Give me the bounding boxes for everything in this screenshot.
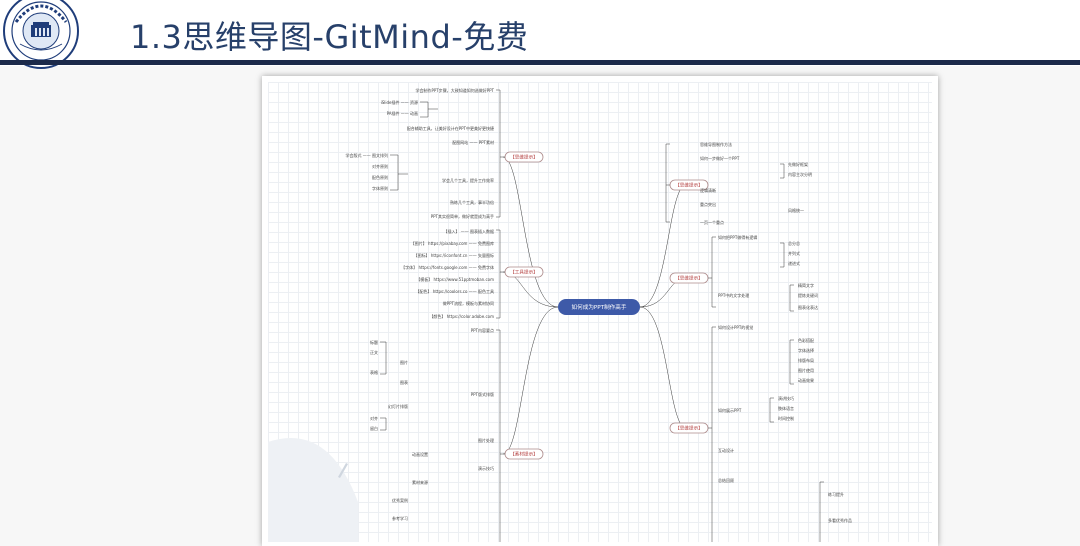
mindmap-leaf: 图片处理 xyxy=(478,437,494,443)
mindmap-leaf: 演讲技巧 xyxy=(778,395,794,401)
mindmap-leaf: 内容主次分明 xyxy=(788,171,812,177)
mindmap-leaf: 配图网站 —— PPT素材 xyxy=(452,139,494,145)
mindmap-leaf: 多看优秀作品 xyxy=(828,517,852,523)
mindmap-leaf: 学会制作PPT步骤，大致知道如何选做好PPT xyxy=(415,87,494,93)
mindmap-leaf: 排版布局 xyxy=(798,357,814,363)
right-mid-leaves: 如何把PPT做得有逻辑 总分总 并列式 递进式 PPT中的文字处理 精简文字 提… xyxy=(718,234,818,310)
page-title: 1.3思维导图-GitMind-免费 xyxy=(130,18,529,56)
branch-label: 【工具提示】 xyxy=(510,269,538,276)
mindmap-leaf: 对齐 xyxy=(370,415,378,421)
branch-label: 【素材提示】 xyxy=(510,451,538,458)
mindmap-leaf: 字体原则 xyxy=(372,185,388,191)
mindmap-leaf: 练习提升 xyxy=(828,491,844,497)
mindmap-leaf: 一页一个重点 xyxy=(700,219,724,225)
mindmap-screenshot: 如何成为PPT制作高手 【思维提示】 【工具提示】 【素材提示】 【思维提示】 … xyxy=(262,76,938,546)
mindmap-leaf: 时间控制 xyxy=(778,415,794,421)
university-logo-icon xyxy=(2,0,80,70)
branch-label: 【思维提示】 xyxy=(675,425,703,432)
mindmap-leaf: 并列式 xyxy=(788,250,800,256)
mindmap-leaf: 动画效果 xyxy=(798,377,814,383)
mindmap-leaf: 幻灯片排版 xyxy=(388,403,408,409)
header-divider xyxy=(0,60,1080,65)
slide-header: 1.3思维导图-GitMind-免费 xyxy=(0,0,1080,69)
left-brackets xyxy=(496,89,716,542)
mindmap-leaf: 【颜色】 https://color.adobe.com xyxy=(429,313,494,319)
mindmap-leaf: 精简文字 xyxy=(798,282,814,288)
mindmap-svg: 如何成为PPT制作高手 【思维提示】 【工具提示】 【素材提示】 【思维提示】 … xyxy=(268,87,852,542)
mindmap-leaf: PPT版式排版 xyxy=(471,391,494,397)
mindmap-leaf: 如何一步做好一个PPT xyxy=(700,155,740,161)
mindmap-leaf: 逻辑清晰 xyxy=(700,187,716,193)
mindmap-leaf: 对齐原则 xyxy=(372,163,388,169)
mindmap-leaf: 演示技巧 xyxy=(478,465,494,471)
mindmap-leaf: 表格 xyxy=(370,369,378,375)
mindmap-leaf: 先做好框架 xyxy=(788,161,808,167)
mindmap-leaf: 如何设计PPT的视觉 xyxy=(718,324,753,330)
mindmap-leaf: 色彩搭配 xyxy=(798,337,814,343)
mindmap-canvas: 如何成为PPT制作高手 【思维提示】 【工具提示】 【素材提示】 【思维提示】 … xyxy=(268,82,932,542)
leaf-connectors xyxy=(380,101,824,542)
mindmap-leaf: 总分总 xyxy=(788,240,800,246)
mindmap-leaf: 图表 xyxy=(400,379,408,385)
mindmap-leaf: 图表化表达 xyxy=(798,304,818,310)
left-mid-leaves: 【插入】 —— 图表插入数据 【图片】 https://pixabay.com … xyxy=(401,228,494,319)
mindmap-leaf: 学会几个工具，提升工作效率 xyxy=(442,177,494,183)
mindmap-leaf: 素材来源 xyxy=(412,479,428,485)
paperclip-icon xyxy=(338,463,348,478)
mindmap-leaf: 熟练几个工具，事半功倍 xyxy=(450,199,494,205)
mindmap-leaf: 【配色】 https://coolors.co —— 配色工具 xyxy=(416,288,494,294)
mindmap-leaf: 【图片】 https://pixabay.com —— 免费图库 xyxy=(411,240,494,246)
mindmap-root-node[interactable] xyxy=(558,299,640,315)
mindmap-leaf: 图片使用 xyxy=(798,367,814,373)
mindmap-leaf: iSlide插件 —— 资源 xyxy=(381,99,418,105)
right-low-leaves: 如何设计PPT的视觉 色彩搭配 字体选择 排版布局 图片使用 动画效果 如何展示… xyxy=(718,324,852,523)
mindmap-leaf: 思维导图制作方法 xyxy=(700,141,732,147)
mindmap-leaf: 留白 xyxy=(370,425,378,431)
branch-label: 【思维提示】 xyxy=(675,275,703,282)
mindmap-leaf: 重点突出 xyxy=(700,201,716,207)
mindmap-leaf: PPT中的文字处理 xyxy=(718,292,749,298)
mindmap-leaf: 肢体语言 xyxy=(778,405,794,411)
mindmap-leaf: 学会版式 —— 图文排列 xyxy=(345,152,388,158)
mindmap-leaf: 字体选择 xyxy=(798,347,814,353)
branch-label: 【思维提示】 xyxy=(675,182,703,189)
background-shape xyxy=(268,438,358,542)
mindmap-leaf: 动画设置 xyxy=(412,451,428,457)
mindmap-root-label: 如何成为PPT制作高手 xyxy=(572,303,627,311)
mindmap-leaf: PA插件 —— 动画 xyxy=(387,110,418,116)
left-low-leaves: PPT内容要点 标题 正文 图片 表格 图表 PPT版式排版 幻灯片排版 对齐 … xyxy=(370,327,494,521)
mindmap-leaf: 做PPT流程，模板与素材协同 xyxy=(443,300,494,306)
right-top-leaves: 思维导图制作方法 如何一步做好一个PPT 先做好框架 内容主次分明 逻辑清晰 重… xyxy=(700,141,812,225)
mindmap-leaf: 风格统一 xyxy=(788,207,804,213)
mindmap-leaf: 【字体】 https://fonts.google.com —— 免费字体 xyxy=(401,264,494,270)
mindmap-leaf: 图片 xyxy=(400,359,408,365)
mindmap-leaf: 正文 xyxy=(370,349,378,355)
mindmap-leaf: 标题 xyxy=(370,339,378,345)
mindmap-leaf: 递进式 xyxy=(788,260,800,266)
mindmap-leaf: PPT其实很简单，做好就是成为高手 xyxy=(431,213,494,219)
mindmap-leaf: 如何把PPT做得有逻辑 xyxy=(718,234,757,240)
mindmap-leaf: 配合辅助工具，让美好设计在PPT中更美好更快捷 xyxy=(407,125,494,131)
mindmap-leaf: 【模板】 https://www.51pptmoban.com xyxy=(416,276,494,282)
branch-label: 【思维提示】 xyxy=(510,154,538,161)
mindmap-leaf: PPT内容要点 xyxy=(471,327,494,333)
mindmap-leaf: 参考学习 xyxy=(392,515,408,521)
mindmap-leaf: 如何展示PPT xyxy=(718,407,742,413)
mindmap-leaf: 【插入】 —— 图表插入数据 xyxy=(443,228,494,234)
mindmap-leaf: 互动设计 xyxy=(718,447,734,453)
mindmap-leaf: 提炼关键词 xyxy=(798,292,818,298)
mindmap-leaf: 总结回顾 xyxy=(718,477,734,483)
left-top-leaves: 学会制作PPT步骤，大致知道如何选做好PPT iSlide插件 —— 资源 PA… xyxy=(345,87,494,219)
mindmap-leaf: 配色原则 xyxy=(372,174,388,180)
mindmap-leaf: 【图标】 https://iconfont.cn —— 矢量图标 xyxy=(414,252,494,258)
mindmap-leaf: 优秀案例 xyxy=(392,497,408,503)
